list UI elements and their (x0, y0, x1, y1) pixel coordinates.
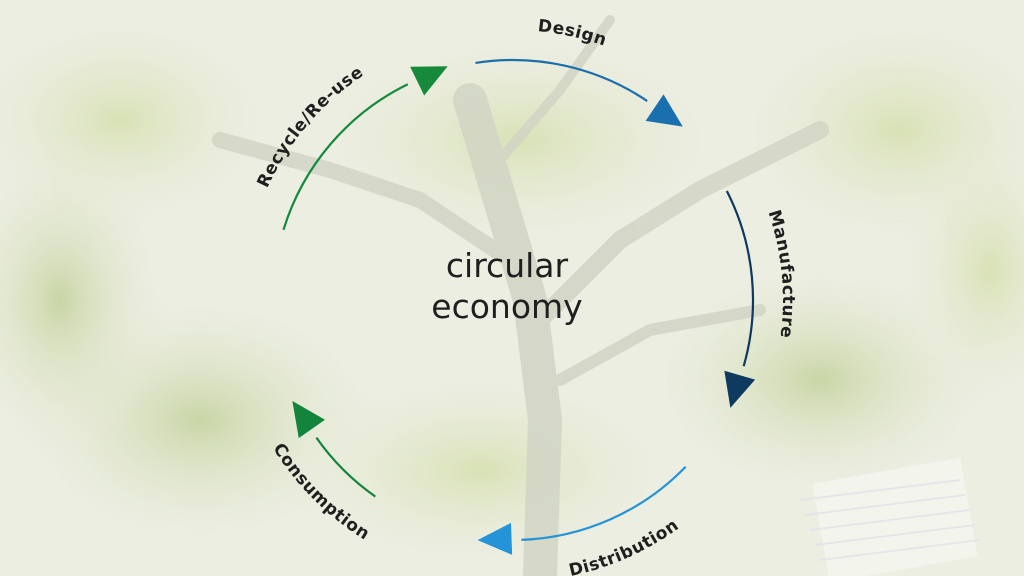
stage-label-distribution: Distribution (567, 515, 683, 576)
arrow-head-distribution (477, 522, 513, 555)
arrow-head-recycle-reuse (410, 66, 448, 96)
stage-label-manufacture: Manufacture (764, 208, 798, 340)
arrow-line-recycle-reuse (282, 83, 409, 231)
cycle-arrows (282, 58, 756, 555)
center-title-line1: circular (446, 246, 569, 285)
arrow-head-consumption (292, 401, 325, 439)
stage-label-design: Design (537, 16, 609, 51)
arrow-head-design (645, 94, 683, 127)
arrow-line-consumption (315, 437, 376, 498)
arrow-line-design (475, 58, 648, 102)
stage-label-consumption: Consumption (269, 440, 374, 545)
arrow-line-manufacture (725, 190, 755, 367)
arrow-line-distribution (521, 465, 687, 541)
center-title-line2: economy (431, 287, 582, 326)
arrow-head-manufacture (724, 370, 756, 408)
